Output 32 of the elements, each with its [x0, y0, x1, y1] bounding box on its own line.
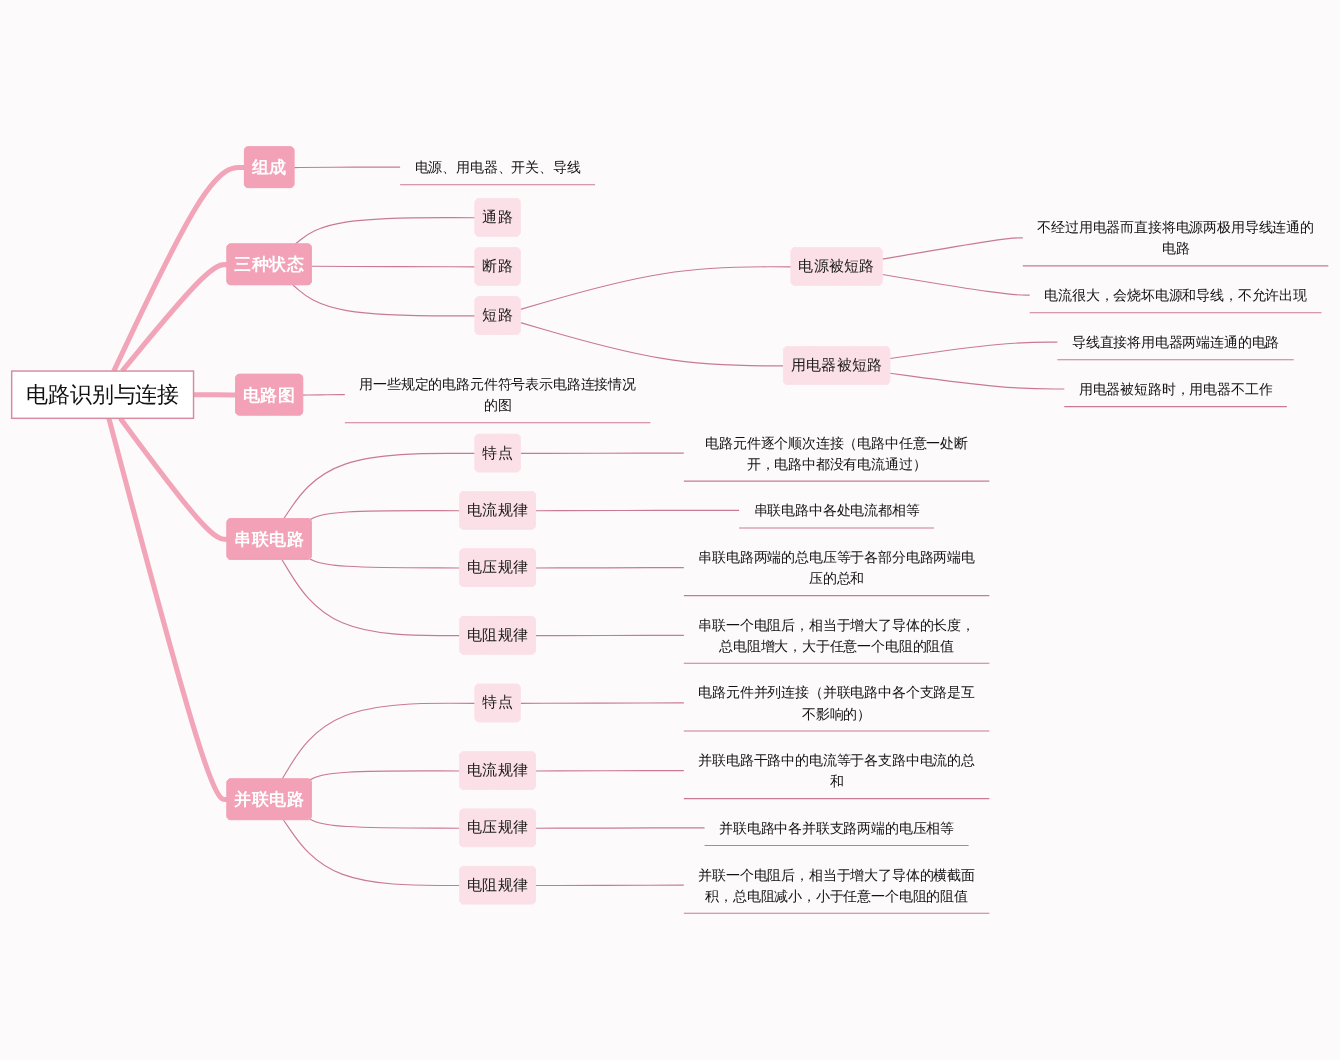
connector	[519, 322, 785, 367]
connector	[881, 273, 1031, 296]
connector	[120, 262, 228, 373]
connector	[535, 770, 685, 772]
connector	[292, 284, 476, 317]
connector	[293, 166, 401, 169]
connector	[535, 567, 685, 569]
connector	[519, 702, 685, 704]
connector	[309, 818, 461, 829]
connector	[282, 452, 476, 520]
connector	[889, 372, 1065, 390]
connector	[311, 265, 476, 268]
connector	[881, 237, 1024, 260]
connector	[309, 770, 461, 781]
connector	[535, 634, 685, 637]
connector	[535, 509, 740, 512]
connector	[281, 702, 476, 780]
connector	[111, 164, 245, 373]
node-box: 电路识别与连接	[10, 370, 195, 420]
connector	[535, 827, 706, 829]
connector	[535, 884, 685, 887]
connector	[889, 341, 1058, 360]
connector	[519, 452, 685, 454]
connector	[281, 559, 461, 637]
connector	[519, 266, 793, 310]
connector	[193, 392, 237, 398]
connector	[302, 394, 346, 396]
connector	[282, 819, 461, 887]
connector	[309, 558, 461, 569]
connector	[309, 510, 461, 521]
connector	[294, 217, 476, 245]
connector	[106, 417, 228, 803]
